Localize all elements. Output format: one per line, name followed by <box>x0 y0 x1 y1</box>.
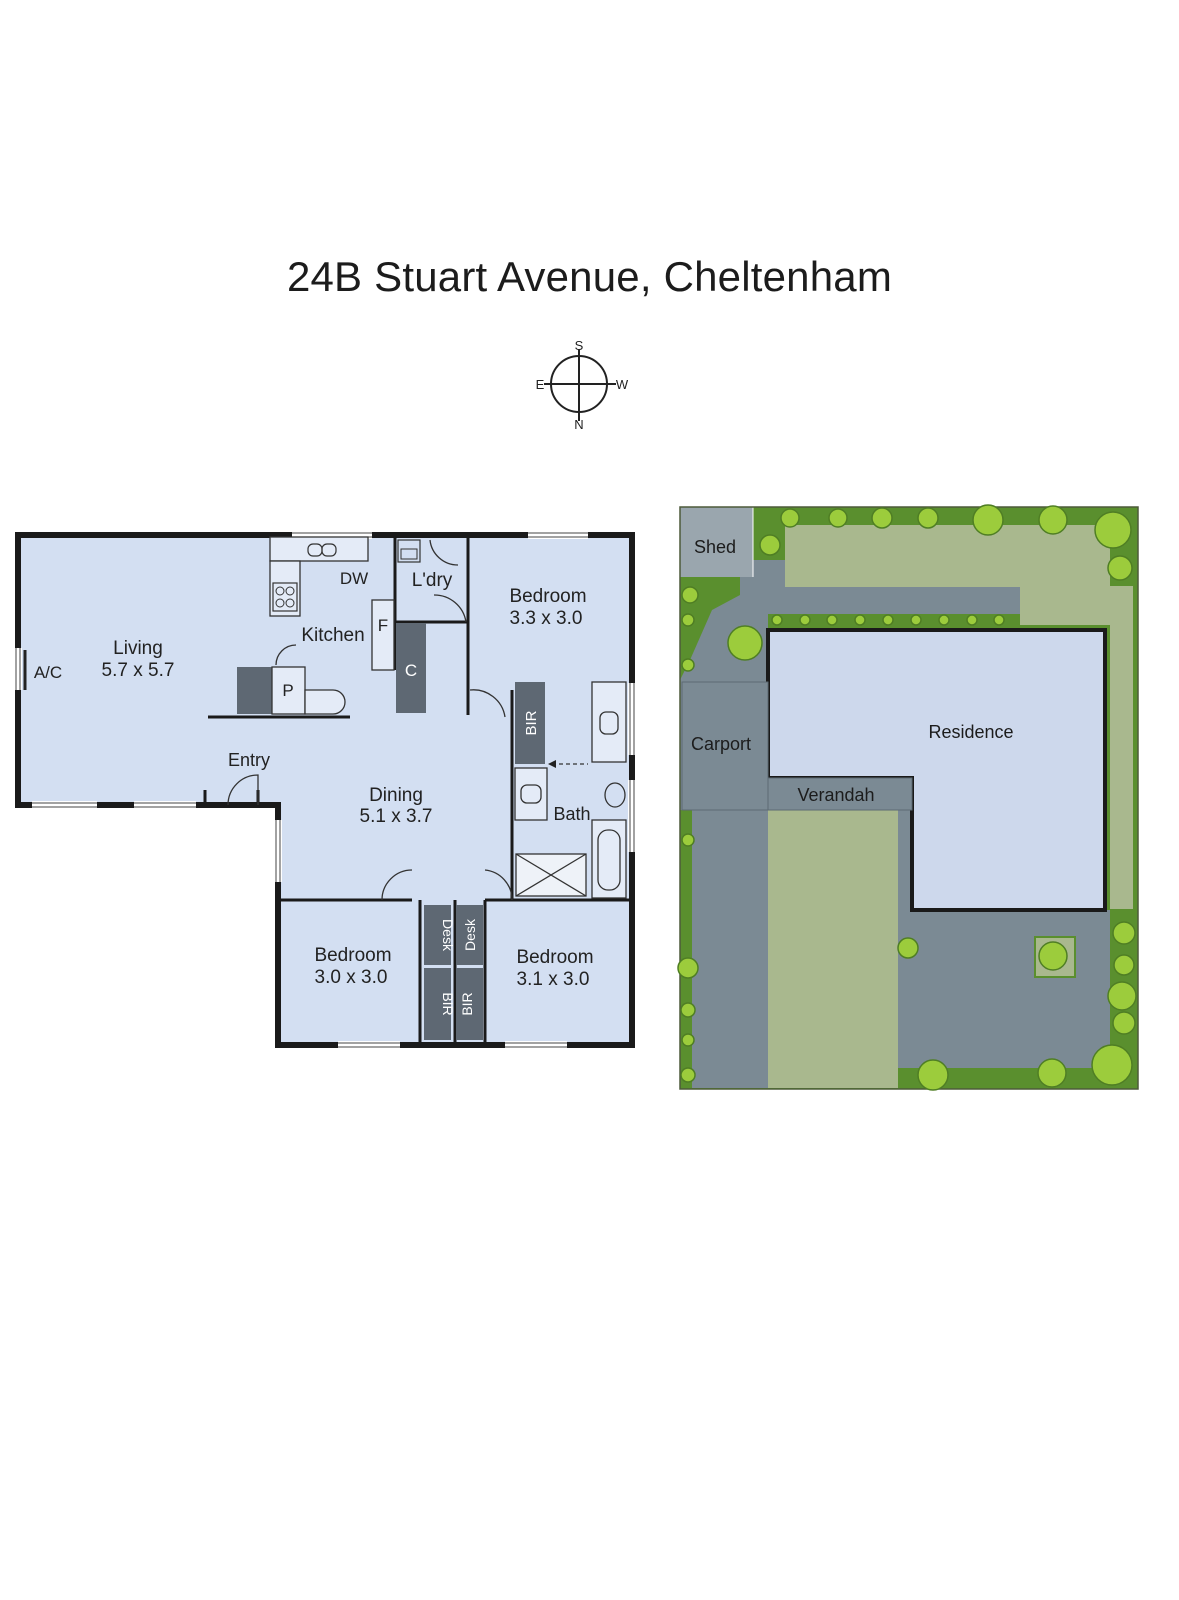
bedroom-top-label: Bedroom <box>509 586 586 607</box>
verandah <box>767 777 913 811</box>
dining-label: Dining <box>369 785 423 806</box>
carport-label: Carport <box>691 734 751 754</box>
fridge-label: F <box>378 616 388 635</box>
front-lawn <box>768 810 898 1088</box>
laundry-label: L'dry <box>412 570 453 591</box>
entry-label: Entry <box>228 750 270 770</box>
cupboard-label: C <box>405 661 417 680</box>
desk-left-label: Desk <box>440 919 456 952</box>
door-swings <box>227 539 513 901</box>
back-lawn <box>785 525 1133 909</box>
compass-west-label: W <box>616 377 629 392</box>
desk-right-label: Desk <box>462 918 478 951</box>
living-label: Living <box>113 638 163 659</box>
dining-size: 5.1 x 3.7 <box>360 806 433 827</box>
compass-north-label: N <box>574 417 583 432</box>
carport <box>681 681 769 811</box>
bedroom-left-label: Bedroom <box>314 945 391 966</box>
compass-south-label: S <box>575 338 584 353</box>
bir-right-block <box>456 968 483 1040</box>
bath-door-arrow <box>548 760 588 768</box>
site-outline <box>679 506 1139 1090</box>
ac-label: A/C <box>34 663 62 682</box>
page-title: 24B Stuart Avenue, Cheltenham <box>286 253 893 300</box>
shed-label: Shed <box>694 537 736 557</box>
bir-left-label: BIR <box>440 992 456 1015</box>
pantry-label: P <box>282 681 293 700</box>
floor-plan: Living 5.7 x 5.7 Kitchen L'dry Bedroom 3… <box>14 531 636 1049</box>
desk-right-block <box>456 905 483 965</box>
kitchen-island <box>237 666 346 715</box>
bathroom-fixtures <box>514 681 627 899</box>
dishwasher-label: DW <box>340 569 368 588</box>
site-plan: Shed Carport Residence Verandah <box>677 504 1139 1091</box>
bedroom-top-size: 3.3 x 3.0 <box>510 608 583 629</box>
shed <box>680 507 753 577</box>
compass-icon: S N E W <box>536 338 629 432</box>
bath-label: Bath <box>553 804 590 824</box>
kitchen-label: Kitchen <box>301 625 364 646</box>
living-size: 5.7 x 5.7 <box>102 660 175 681</box>
bedroom-right-label: Bedroom <box>516 947 593 968</box>
bedroom-left-size: 3.0 x 3.0 <box>315 967 388 988</box>
bedroom-right-size: 3.1 x 3.0 <box>517 969 590 990</box>
desk-left-block <box>424 905 451 965</box>
paving <box>680 560 1110 1088</box>
bir-right-label: BIR <box>459 992 475 1015</box>
verandah-label: Verandah <box>797 785 874 805</box>
bir-bath-label: BIR <box>523 710 540 735</box>
outer-walls <box>15 532 635 1048</box>
kitchen-benches <box>269 536 421 671</box>
residence-label: Residence <box>928 722 1013 742</box>
tree-icon <box>677 504 1137 1091</box>
bir-bath-block <box>515 682 545 764</box>
cupboard-block <box>396 623 426 713</box>
compass-east-label: E <box>536 377 545 392</box>
bir-left-block <box>424 968 451 1040</box>
